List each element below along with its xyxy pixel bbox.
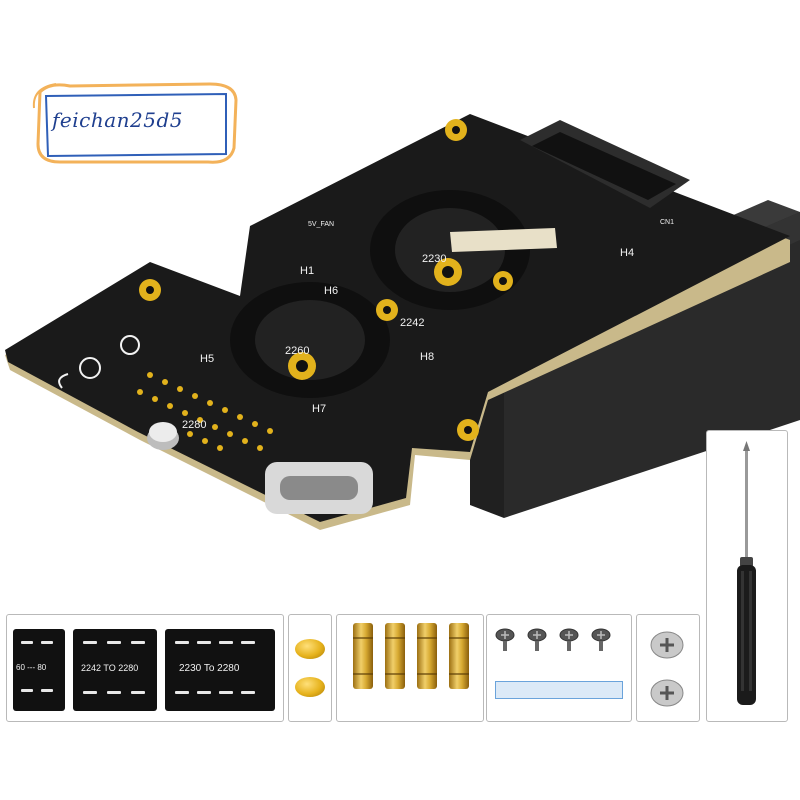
small-screws <box>495 628 611 651</box>
brass-standoff <box>449 623 469 689</box>
power-button <box>147 422 179 450</box>
standoff-panel <box>336 614 484 722</box>
fan-lower <box>230 282 390 398</box>
label-cn1: CN1 <box>660 219 674 226</box>
label-h7: H7 <box>312 403 326 415</box>
label-h8: H8 <box>420 351 434 363</box>
brass-standoff <box>385 623 405 689</box>
sticker-label-large: 2230 To 2280 <box>179 663 240 674</box>
ffc-connector <box>450 228 557 252</box>
brass-standoff <box>417 623 437 689</box>
ffc-ribbon-cable <box>495 681 623 699</box>
large-screw-panel <box>636 614 700 722</box>
label-h6: H6 <box>324 285 338 297</box>
label-h5: H5 <box>200 353 214 365</box>
certification-marks <box>58 335 140 389</box>
screwdriver <box>737 441 756 705</box>
sticker-label-small: 60 --- 80 <box>16 663 47 672</box>
label-2280: 2280 <box>182 419 206 431</box>
brass-standoff <box>353 623 373 689</box>
large-screws <box>650 631 684 707</box>
label-h4: H4 <box>620 247 634 259</box>
thermal-pad <box>295 639 325 659</box>
thermal-pad-panel <box>288 614 332 722</box>
spacer-sticker-large: 2230 To 2280 <box>165 629 275 711</box>
watermark-frame <box>32 82 238 164</box>
fan-upper <box>370 190 530 310</box>
spacer-sticker-small: 60 --- 80 <box>13 629 65 711</box>
m2-slot <box>520 120 690 208</box>
usb-c-port <box>265 462 373 514</box>
sticker-label-medium: 2242 TO 2280 <box>81 663 139 673</box>
screw-ribbon-panel <box>486 614 632 722</box>
label-fan: 5V_FAN <box>308 221 334 228</box>
label-2260: 2260 <box>285 345 309 357</box>
spacer-sticker-medium: 2242 TO 2280 <box>73 629 157 711</box>
watermark-text: feichan25d5 <box>52 108 183 132</box>
thermal-pad <box>295 677 325 697</box>
screwdriver-panel <box>706 430 788 722</box>
sticker-panel: 60 --- 80 2242 TO 2280 2230 To 2280 <box>6 614 284 722</box>
label-2242: 2242 <box>400 317 424 329</box>
label-2230: 2230 <box>422 253 446 265</box>
gpio-pad-grid <box>137 372 273 451</box>
label-h1: H1 <box>300 265 314 277</box>
